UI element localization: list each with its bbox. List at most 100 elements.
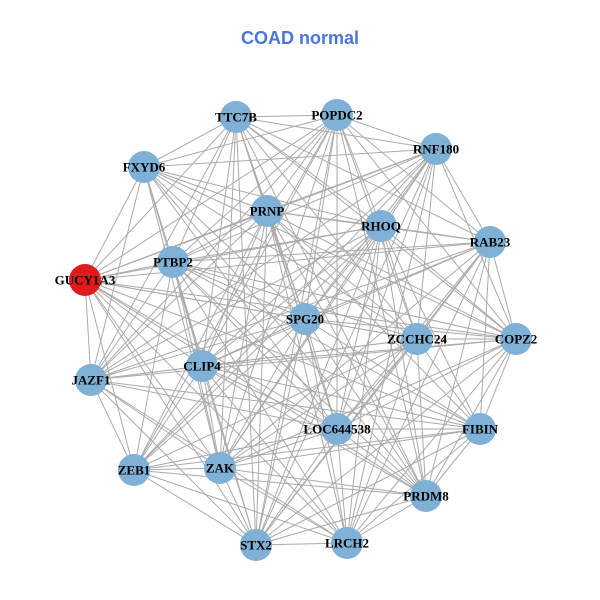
edge-FIBIN-STX2 [255,428,481,546]
edge-GUCY1A3-TTC7B [84,116,237,281]
node-label-ZEB1: ZEB1 [118,463,151,478]
node-circle-RAB23 [474,226,506,258]
edge-RNF180-JAZF1 [90,148,437,381]
edge-GUCY1A3-PRDM8 [84,279,427,497]
edge-POPDC2-FXYD6 [143,114,338,168]
edge-GUCY1A3-RAB23 [84,241,491,281]
node-circle-LOC644538 [321,413,353,445]
node-circle-FIBIN [464,413,496,445]
edge-ZAK-PRDM8 [219,467,427,497]
edge-RAB23-LRCH2 [346,241,491,544]
node-FXYD6: FXYD6 [123,151,166,183]
edge-LOC644538-ZAK [219,428,338,469]
edge-POPDC2-RNF180 [336,114,437,150]
edge-ZCCHC24-PRDM8 [416,338,427,497]
node-RNF180: RNF180 [413,133,459,165]
node-JAZF1: JAZF1 [72,364,111,396]
edge-RAB23-CLIP4 [201,241,491,367]
node-SPG20: SPG20 [286,303,324,335]
edge-POPDC2-RHOQ [336,114,382,227]
node-CLIP4: CLIP4 [183,350,221,382]
edge-TTC7B-PTBP2 [172,116,237,263]
edge-LOC644538-STX2 [255,428,338,546]
node-circle-PRNP [251,195,283,227]
node-circle-GUCY1A3 [69,264,101,296]
edge-RHOQ-ZCCHC24 [380,225,418,340]
edge-FIBIN-ZEB1 [133,428,481,471]
node-label-TTC7B: TTC7B [215,110,257,125]
edge-FXYD6-ZAK [143,166,221,469]
edge-SPG20-ZAK [219,318,306,469]
edge-FXYD6-SPG20 [143,166,306,320]
edge-RHOQ-CLIP4 [201,225,382,367]
node-label-SPG20: SPG20 [286,312,324,327]
node-label-RAB23: RAB23 [470,235,511,250]
edge-LOC644538-ZEB1 [133,428,338,471]
node-GUCY1A3: GUCY1A3 [55,264,116,296]
edge-RHOQ-COPZ2 [380,225,517,340]
node-circle-ZCCHC24 [401,323,433,355]
node-TTC7B: TTC7B [215,101,257,133]
node-label-STX2: STX2 [240,538,272,553]
edge-PTBP2-SPG20 [172,261,306,320]
node-label-JAZF1: JAZF1 [72,373,111,388]
edge-TTC7B-PRDM8 [235,116,427,497]
edge-CLIP4-ZAK [201,365,221,469]
node-circle-SPG20 [289,303,321,335]
edge-layer [84,114,517,546]
edge-PRNP-STX2 [255,210,268,546]
edge-ZAK-LRCH2 [219,467,348,544]
edge-TTC7B-RHOQ [235,116,382,227]
node-label-PRDM8: PRDM8 [403,489,449,504]
node-circle-POPDC2 [321,99,353,131]
edge-RNF180-PTBP2 [172,148,437,263]
edge-TTC7B-FXYD6 [143,116,237,168]
edge-SPG20-STX2 [255,318,306,546]
node-ZAK: ZAK [204,452,236,484]
edge-SPG20-PRDM8 [304,318,427,497]
edge-CLIP4-ZEB1 [133,365,203,471]
edge-CLIP4-LRCH2 [201,365,348,544]
node-FIBIN: FIBIN [462,413,499,445]
node-label-GUCY1A3: GUCY1A3 [55,273,116,288]
edge-RNF180-ZEB1 [133,148,437,471]
node-label-PTBP2: PTBP2 [153,255,193,270]
edge-ZEB1-STX2 [133,469,257,546]
edge-RNF180-LRCH2 [346,148,437,544]
node-circle-STX2 [240,529,272,561]
edge-POPDC2-PRDM8 [336,114,427,497]
node-circle-RHOQ [365,210,397,242]
edge-FIBIN-ZAK [219,428,481,469]
edge-TTC7B-ZCCHC24 [235,116,418,340]
node-label-FIBIN: FIBIN [462,422,499,437]
edge-RHOQ-ZAK [219,225,382,469]
edge-RNF180-RAB23 [435,148,491,243]
edge-RNF180-STX2 [255,148,437,546]
edge-FXYD6-PRNP [143,166,268,212]
node-PRNP: PRNP [250,195,284,227]
edge-PTBP2-FIBIN [172,261,481,430]
edge-ZEB1-LRCH2 [133,469,348,544]
edge-ZCCHC24-FIBIN [416,338,481,430]
edge-TTC7B-RNF180 [235,116,437,150]
node-circle-JAZF1 [75,364,107,396]
edge-POPDC2-PTBP2 [172,114,338,263]
edge-RHOQ-RAB23 [380,225,491,243]
edge-PRNP-JAZF1 [90,210,268,381]
node-POPDC2: POPDC2 [311,99,363,131]
node-RHOQ: RHOQ [361,210,401,242]
edge-SPG20-JAZF1 [90,318,306,381]
node-label-LOC644538: LOC644538 [303,422,371,437]
node-circle-RNF180 [420,133,452,165]
edge-JAZF1-ZEB1 [90,379,135,471]
edge-PRNP-COPZ2 [266,210,517,340]
edge-PRNP-ZEB1 [133,210,268,471]
node-circle-PTBP2 [157,246,189,278]
edge-GUCY1A3-JAZF1 [84,279,92,381]
edge-CLIP4-FIBIN [201,365,481,430]
node-label-FXYD6: FXYD6 [123,160,166,175]
edge-RNF180-CLIP4 [201,148,437,367]
